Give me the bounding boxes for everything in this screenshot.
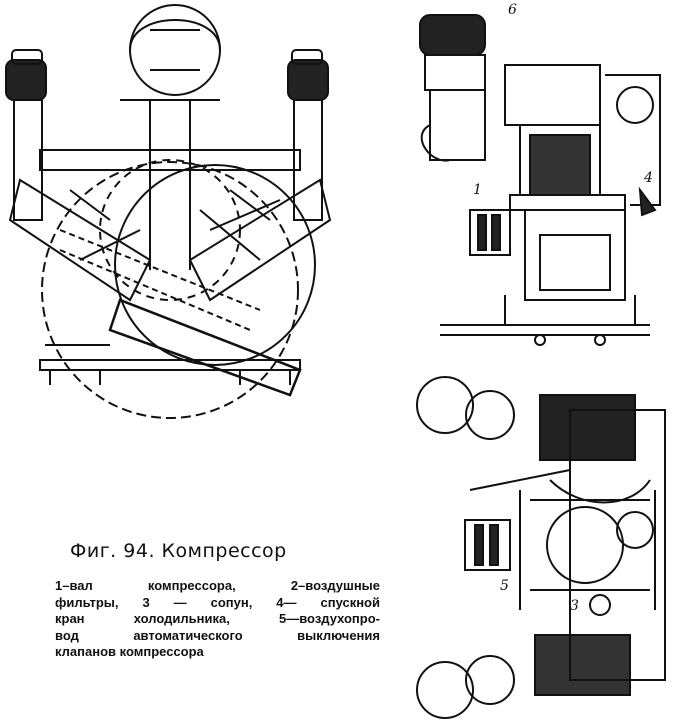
compressor-top-view [416, 376, 666, 719]
figure-title: Фиг. 94. Компрессор [70, 540, 287, 562]
callout-label-1: 1 [473, 182, 482, 198]
caption-line: вод автоматического выключения [55, 627, 380, 643]
caption-line: кран холодильника, 5—воздухопро- [55, 611, 380, 626]
compressor-front-view [5, 4, 332, 419]
callout-label-6: 6 [508, 2, 517, 18]
compressor-side-view [419, 14, 661, 346]
callout-label-5: 5 [500, 578, 509, 594]
callout-label-3: 3 [570, 598, 579, 614]
caption-line: фильтры, 3 — сопун, 4— спускной [55, 594, 380, 610]
caption-line: 1–вал компрессора, 2–воздушные [55, 578, 380, 593]
callout-label-4: 4 [644, 170, 653, 186]
caption-line: клапанов компрессора [55, 644, 204, 659]
figure-caption: 1–вал компрессора, 2–воздушные фильтры, … [55, 578, 380, 661]
